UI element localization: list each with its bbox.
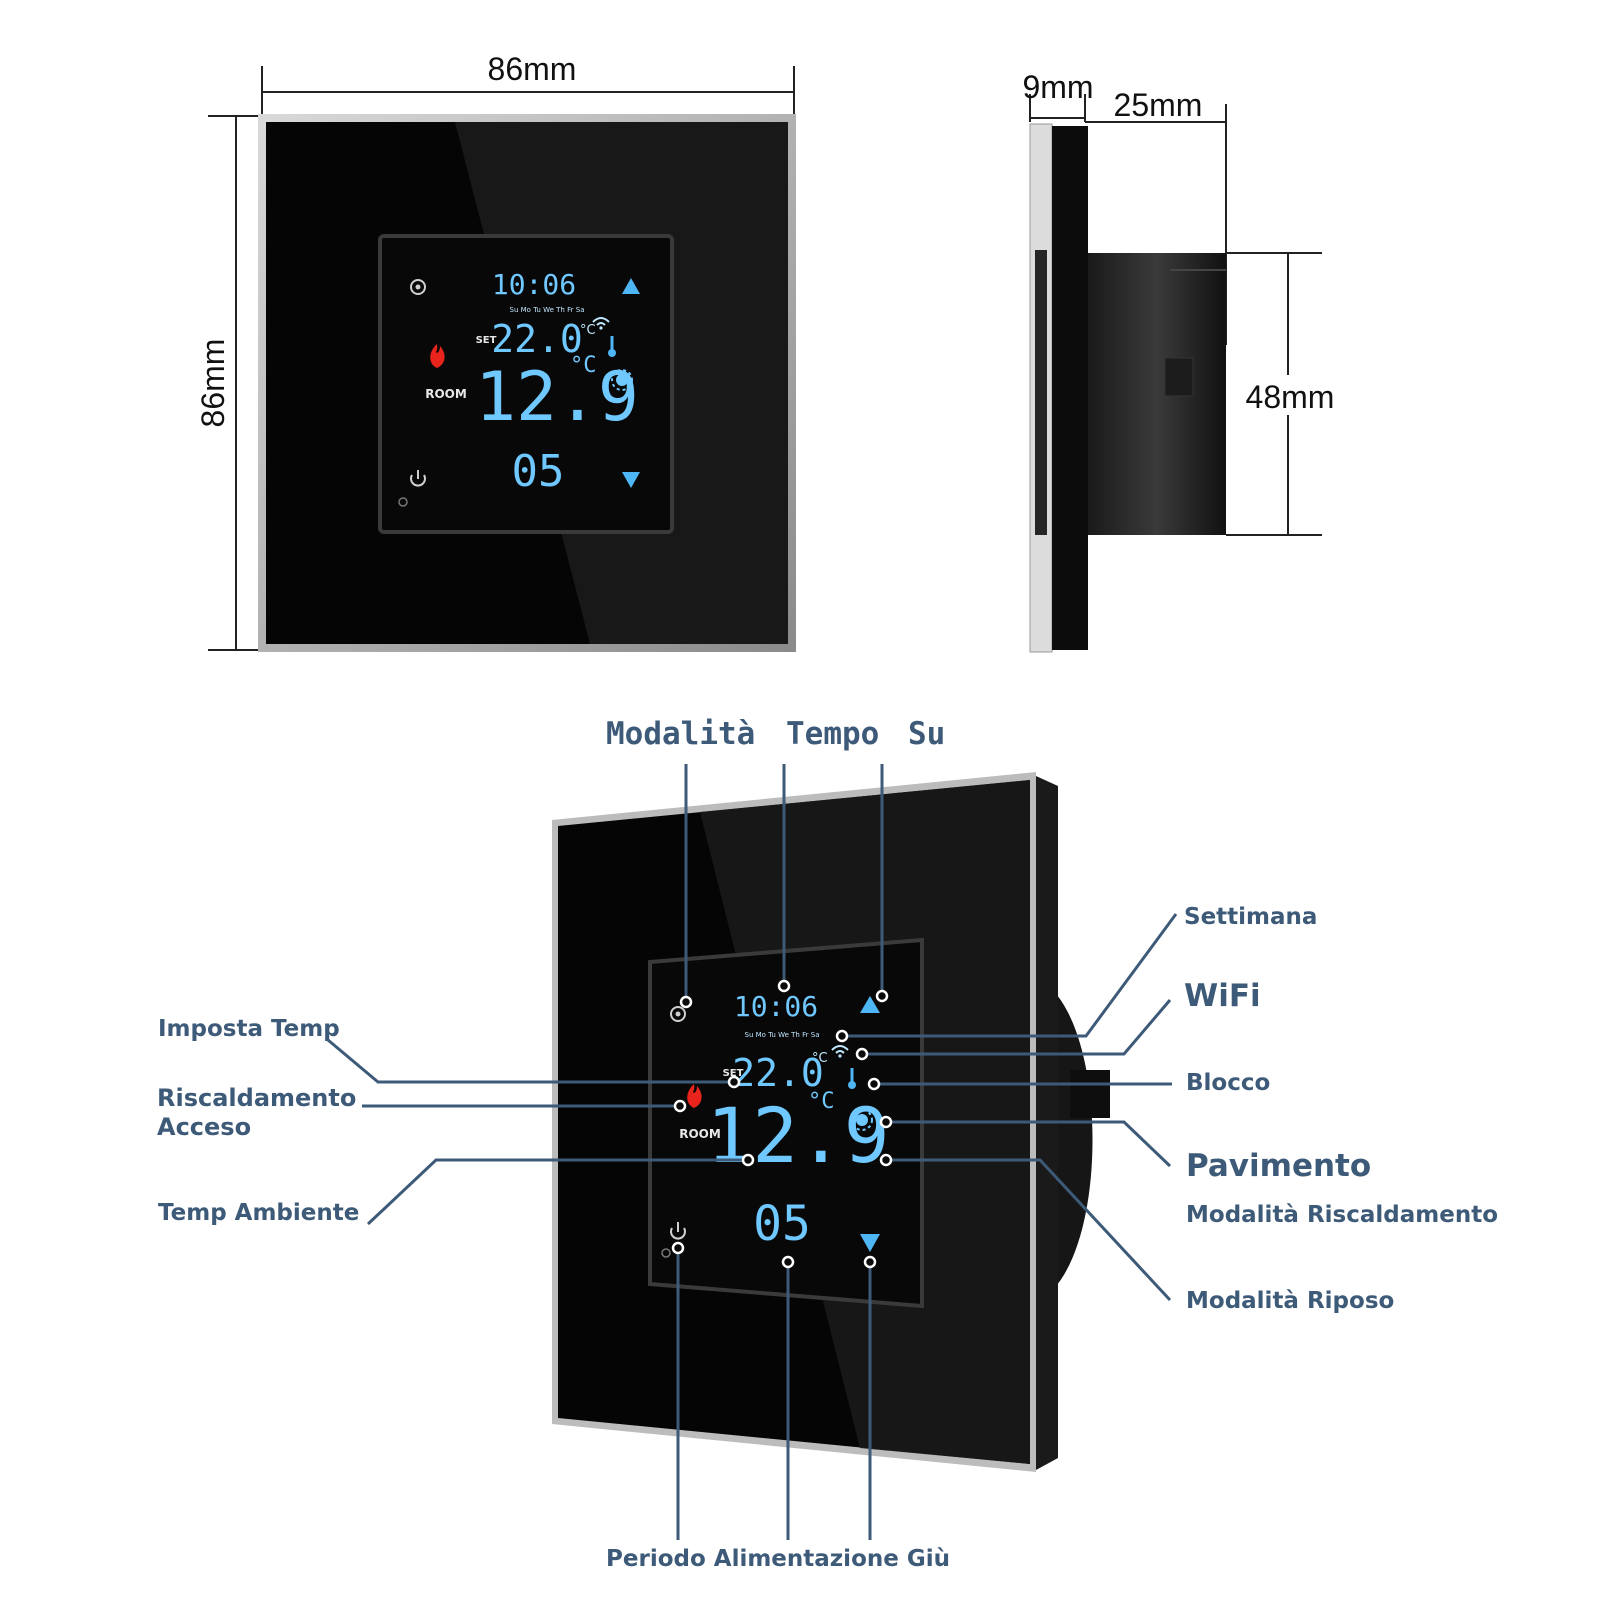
callout-modalita-riposo: Modalità Riposo [1186,1288,1394,1314]
callout-modalita-riscaldamento: Modalità Riscaldamento [1186,1202,1498,1228]
front-view: 86mm 86mm 10:06 Su Mo Tu We Th Fr Sa SET… [195,51,796,652]
leader-imposta-temp [327,1038,734,1084]
sun-icon [851,1109,873,1131]
down-arrow-icon[interactable] [622,472,640,488]
power-icon[interactable] [410,470,426,487]
callout-settimana: Settimana [1184,904,1317,930]
persp-set-temp: 22.0 [732,1051,824,1095]
callout-riscaldamento-line1: Riscaldamento [157,1084,356,1112]
perspective-display [648,937,924,1309]
persp-period: 05 [753,1196,811,1252]
persp-time: 10:06 [734,990,818,1023]
front-days: Su Mo Tu We Th Fr Sa [510,306,585,314]
up-arrow-icon[interactable] [622,278,640,294]
height-label: 86mm [195,339,231,428]
power-icon[interactable] [670,1222,686,1240]
side-connector [1164,357,1194,397]
persp-room-label: ROOM [679,1127,721,1141]
callout-temp-ambiente: Temp Ambiente [158,1200,359,1226]
down-arrow-icon[interactable] [860,1234,880,1252]
body-height-label: 48mm [1246,379,1335,415]
callout-modalita: Modalità [606,716,755,752]
body-depth-label: 25mm [1114,87,1203,123]
leader-pavimento [886,1120,1172,1168]
leader-modalita-riposo [886,1158,1172,1302]
front-room-label: ROOM [425,387,467,401]
callout-su: Su [908,716,945,752]
leader-settimana [842,913,1178,1038]
leader-wifi [862,999,1172,1056]
width-dimension: 86mm [261,51,795,116]
wifi-icon [831,1045,849,1058]
lock-icon [661,1248,671,1258]
back-connector [1070,1070,1110,1118]
persp-days: Su Mo Tu We Th Fr Sa [745,1031,820,1039]
gear-icon[interactable] [410,279,426,295]
thermometer-icon [848,1068,856,1089]
up-arrow-icon[interactable] [860,996,880,1013]
persp-room-temp: 12.9 [706,1091,889,1180]
side-view: 9mm 25mm 48mm [1022,69,1335,653]
side-body [1088,253,1226,535]
flame-icon [430,344,445,368]
callout-riscaldamento-line2: Acceso [157,1113,251,1141]
wifi-icon [592,317,610,330]
perspective-view: 10:06 Su Mo Tu We Th Fr Sa SET 22.0 °C 1… [157,716,1498,1572]
front-room-unit: °C [570,353,597,378]
sun-icon [611,369,633,391]
callout-pavimento: Pavimento [1186,1148,1371,1184]
flame-icon [687,1084,702,1108]
persp-set-unit: °C [812,1051,828,1066]
callout-wifi: WiFi [1184,978,1261,1014]
callout-periodo: Periodo Alimentazione Giù [606,1546,950,1572]
callout-tempo: Tempo [786,716,879,752]
lock-icon [398,497,408,507]
glass-depth-label: 9mm [1022,69,1093,105]
front-set-unit: °C [580,323,596,338]
side-glass-dark [1035,250,1047,535]
persp-set-label: SET [723,1068,744,1079]
front-time: 10:06 [492,268,576,301]
front-set-label: SET [476,335,497,346]
front-set-temp: 22.0 [491,317,583,361]
callout-imposta-temp: Imposta Temp [158,1016,340,1042]
callout-blocco: Blocco [1186,1070,1270,1096]
width-label: 86mm [488,51,577,87]
leader-temp-ambiente [366,1158,748,1226]
front-period: 05 [512,446,565,497]
front-display [378,234,674,534]
front-room-temp: 12.9 [475,358,639,437]
side-front-plate [1052,126,1088,650]
thermometer-icon [608,336,616,357]
height-dimension: 86mm [195,115,262,651]
persp-room-unit: °C [808,1089,835,1114]
gear-icon[interactable] [670,1006,686,1022]
